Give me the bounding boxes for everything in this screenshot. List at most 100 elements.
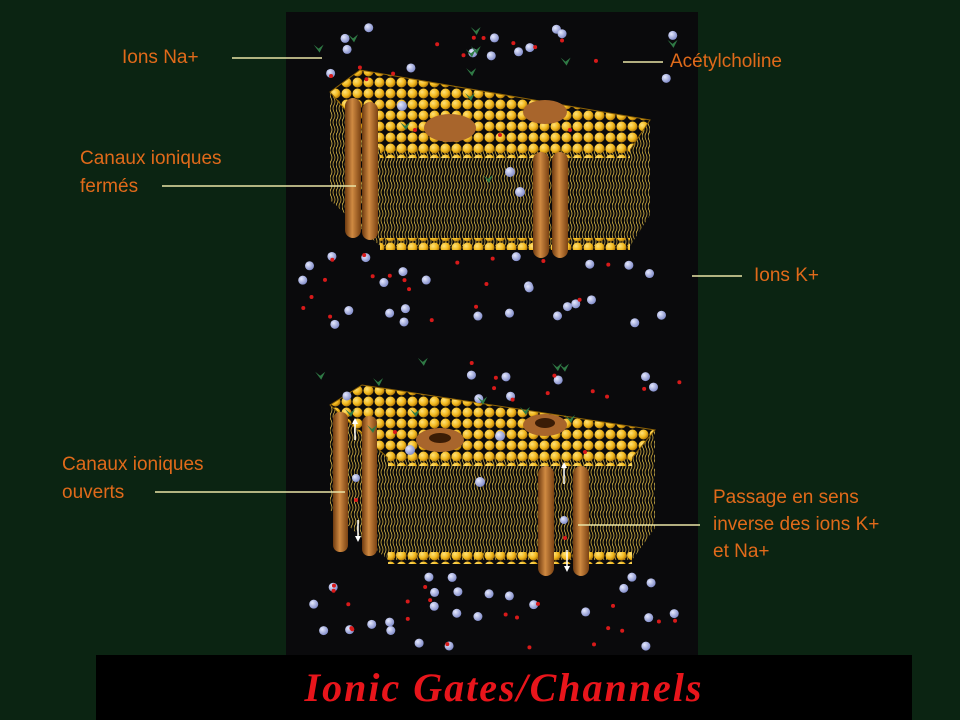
sodium-ion-icon: [405, 599, 410, 604]
sodium-ion-icon: [611, 603, 616, 608]
sodium-ion-icon: [527, 645, 532, 650]
ion-channel-icon: [333, 412, 377, 556]
sodium-ion-icon: [673, 618, 678, 623]
sodium-ion-icon: [328, 314, 333, 319]
potassium-ion-icon: [646, 578, 656, 588]
potassium-ion-icon: [529, 600, 539, 610]
potassium-ion-icon: [385, 617, 395, 627]
sodium-ion-icon: [535, 601, 540, 606]
potassium-ion-icon: [571, 299, 581, 309]
potassium-ion-icon: [330, 319, 340, 329]
potassium-ion-icon: [630, 318, 640, 328]
acetylcholine-icon: [400, 122, 410, 130]
potassium-ion-icon: [644, 613, 654, 623]
sodium-ion-icon: [677, 380, 682, 385]
sodium-ion-icon: [405, 616, 410, 621]
potassium-ion-icon: [511, 252, 521, 262]
label-open-channels-line2: ouverts: [62, 482, 125, 503]
potassium-ion-icon: [319, 626, 329, 636]
sodium-ion-icon: [510, 397, 515, 402]
sodium-ion-icon: [322, 277, 327, 282]
potassium-ion-icon: [414, 638, 424, 648]
potassium-ion-icon: [553, 375, 563, 385]
sodium-ion-icon: [606, 626, 611, 631]
sodium-ion-icon: [592, 642, 597, 647]
potassium-ion-icon: [399, 317, 409, 327]
acetylcholine-icon: [477, 396, 488, 405]
potassium-ion-icon: [342, 44, 352, 54]
sodium-ion-icon: [605, 394, 610, 399]
potassium-ion-icon: [406, 63, 416, 73]
acetylcholine-icon: [483, 175, 493, 183]
sodium-ion-icon: [590, 389, 595, 394]
acetylcholine-icon: [470, 46, 481, 55]
sodium-ion-icon: [469, 361, 474, 366]
sodium-ion-icon: [362, 253, 367, 258]
label-ions-k: Ions K+: [754, 265, 819, 286]
sodium-ion-icon: [515, 615, 520, 620]
sodium-ion-icon: [331, 583, 336, 588]
potassium-ion-icon: [466, 370, 476, 380]
potassium-ion-icon: [430, 587, 440, 597]
sodium-ion-icon: [455, 260, 460, 265]
acetylcholine-icon: [558, 363, 569, 372]
potassium-ion-icon: [453, 587, 463, 597]
acetylcholine-icon: [315, 371, 326, 380]
sodium-ion-icon: [503, 612, 508, 617]
potassium-ion-icon: [585, 259, 595, 269]
sodium-ion-icon: [577, 297, 582, 302]
label-ions-na: Ions Na+: [122, 47, 199, 68]
sodium-ion-icon: [309, 295, 314, 300]
acetylcholine-icon: [348, 34, 359, 43]
acetylcholine-icon: [465, 93, 475, 101]
potassium-ion-icon: [447, 572, 457, 582]
potassium-ion-icon: [400, 304, 410, 314]
label-passage-line2: inverse des ions K+: [713, 514, 880, 535]
sodium-ion-icon: [492, 386, 497, 391]
acetylcholine-icon: [565, 415, 575, 423]
label-closed-channels-line2: fermés: [80, 176, 139, 197]
sodium-ion-icon: [620, 628, 625, 633]
sodium-ion-icon: [429, 318, 434, 323]
sodium-ion-icon: [435, 42, 440, 47]
sodium-ion-icon: [593, 58, 598, 63]
sodium-ion-icon: [423, 584, 428, 589]
potassium-ion-icon: [553, 311, 563, 321]
ion-channel-icon: [345, 98, 378, 240]
potassium-ion-icon: [340, 33, 350, 43]
sodium-ion-icon: [493, 375, 498, 380]
potassium-ion-icon: [525, 43, 535, 53]
potassium-ion-icon: [562, 302, 572, 312]
potassium-ion-icon: [514, 47, 524, 57]
label-acetylcholine: Acétylcholine: [670, 51, 782, 72]
sodium-ion-icon: [471, 35, 476, 40]
sodium-ion-icon: [541, 259, 546, 264]
title-bar: Ionic Gates/Channels: [96, 655, 912, 720]
acetylcholine-icon: [520, 407, 530, 415]
label-passage-line1: Passage en sens: [713, 487, 859, 508]
sodium-ion-icon: [330, 257, 335, 262]
potassium-ion-icon: [641, 372, 651, 382]
sodium-ion-icon: [474, 304, 479, 309]
acetylcholine-icon: [667, 39, 678, 48]
ion-channel-icon: [538, 462, 589, 576]
potassium-ion-icon: [385, 308, 395, 318]
acetylcholine-icon: [345, 409, 355, 417]
sodium-ion-icon: [329, 73, 334, 78]
potassium-ion-icon: [424, 572, 434, 582]
membrane-block-icon: [329, 384, 656, 459]
sodium-ion-icon: [357, 65, 362, 70]
leader-lines: [155, 57, 742, 526]
sodium-ion-icon: [331, 588, 336, 593]
membrane-closed: [329, 69, 651, 258]
potassium-ion-icon: [367, 619, 377, 629]
potassium-ion-icon: [484, 589, 494, 599]
potassium-ion-icon: [648, 382, 658, 392]
potassium-ion-icon: [473, 311, 483, 321]
membrane-open: [329, 384, 656, 576]
potassium-ion-icon: [298, 275, 308, 285]
acetylcholine-icon: [417, 357, 428, 366]
sodium-ion-icon: [545, 391, 550, 396]
acetylcholine-icon: [470, 26, 481, 35]
